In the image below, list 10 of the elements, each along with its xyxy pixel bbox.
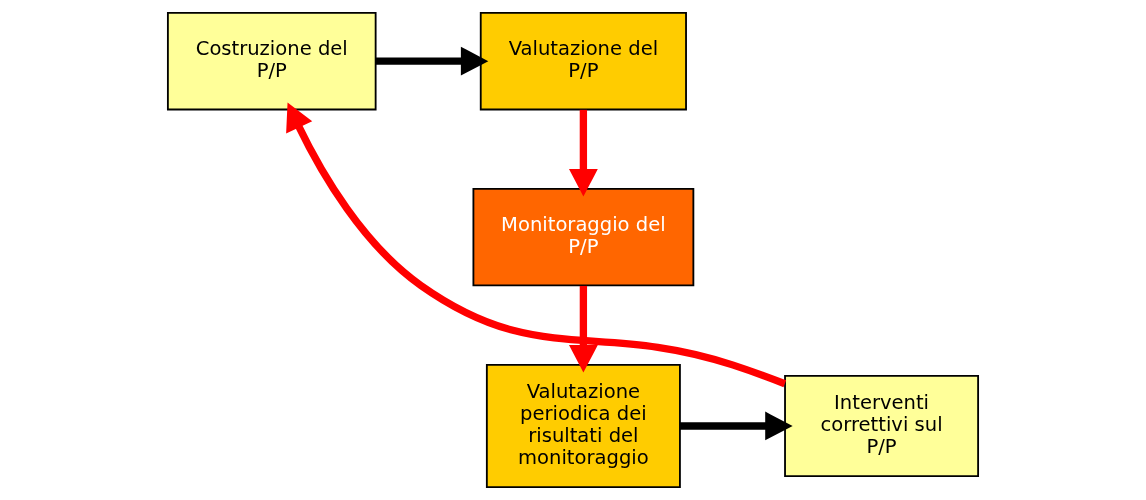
arrow [286,102,787,388]
arrow [680,411,793,441]
node-box: Costruzione del P/P [166,12,377,111]
arrow [569,285,598,373]
node-box: Valutazione periodica dei risultati del monitoraggio [485,363,681,488]
arrow [569,109,598,197]
node-box: Valutazione del P/P [479,12,687,111]
node-box: Monitoraggio del P/P [472,188,695,287]
arrow [375,46,489,76]
node-box: Interventi correttivi sul P/P [784,374,980,477]
